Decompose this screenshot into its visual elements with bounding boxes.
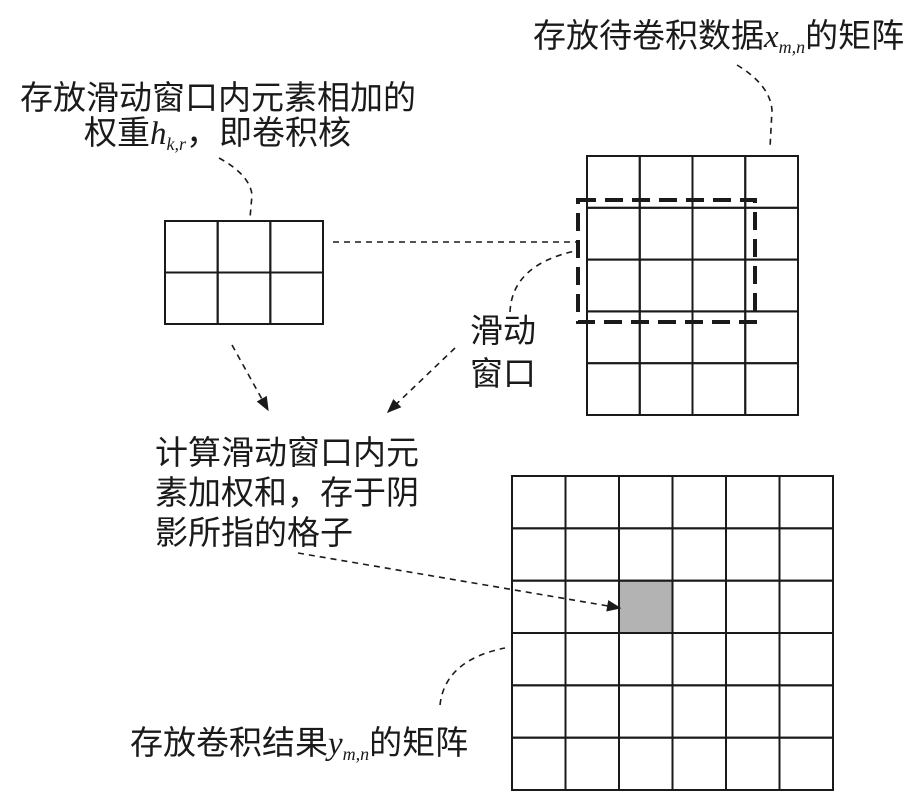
- kernel-label-line2: 权重hk,r，即卷积核: [84, 113, 351, 154]
- grid-cell: [586, 310, 641, 365]
- compute-label-line1: 计算滑动窗口内元: [155, 433, 419, 472]
- grid-cell: [618, 684, 674, 739]
- grid-cell: [618, 632, 674, 687]
- grid-cell: [564, 475, 620, 530]
- input-matrix: [586, 155, 799, 417]
- compute-label-line2: 素加权和，存于阴: [155, 473, 419, 512]
- grid-cell: [164, 271, 219, 325]
- output-matrix-label: 存放卷积结果ym,n的矩阵: [130, 723, 468, 764]
- grid-cell: [778, 475, 834, 530]
- grid-cell: [725, 736, 781, 792]
- grid-cell: [586, 206, 641, 261]
- input-matrix-label: 存放待卷积数据xm,n的矩阵: [533, 16, 904, 57]
- grid-cell: [586, 258, 641, 313]
- grid-cell: [564, 527, 620, 582]
- grid-cell: [564, 684, 620, 739]
- grid-cell: [618, 736, 674, 792]
- grid-cell: [671, 736, 727, 792]
- output-matrix: [511, 475, 834, 792]
- grid-cell: [511, 527, 567, 582]
- grid-cell: [269, 220, 325, 274]
- grid-cell: [778, 684, 834, 739]
- grid-cell: [164, 220, 219, 274]
- grid-cell: [691, 310, 747, 365]
- grid-cell: [216, 271, 272, 325]
- grid-cell: [564, 736, 620, 792]
- grid-cell: [638, 258, 694, 313]
- window-label-line2: 窗口: [470, 354, 536, 393]
- kernel-label-connector: [218, 157, 253, 219]
- grid-cell: [511, 684, 567, 739]
- grid-cell: [269, 271, 325, 325]
- grid-cell: [671, 475, 727, 530]
- grid-cell: [725, 527, 781, 582]
- grid-cell: [618, 475, 674, 530]
- grid-cell: [638, 206, 694, 261]
- grid-cell: [564, 579, 620, 635]
- grid-cell: [671, 632, 727, 687]
- grid-cell: [638, 310, 694, 365]
- grid-cell: [725, 579, 781, 635]
- window-to-compute-arrow: [386, 347, 456, 413]
- grid-cell: [778, 736, 834, 792]
- grid-cell: [511, 579, 567, 635]
- compute-label-line3: 影所指的格子: [155, 513, 353, 552]
- output-label-connector: [439, 647, 506, 706]
- grid-cell: [778, 579, 834, 635]
- grid-cell: [671, 684, 727, 739]
- grid-cell: [691, 258, 747, 313]
- input-label-connector: [736, 64, 773, 149]
- sliding-window-box: [576, 198, 757, 324]
- grid-cell: [725, 475, 781, 530]
- grid-cell: [691, 362, 747, 417]
- grid-cell: [691, 206, 747, 261]
- grid-cell: [778, 632, 834, 687]
- grid-cell: [216, 220, 272, 274]
- grid-cell: [671, 527, 727, 582]
- kernel-matrix: [164, 220, 325, 325]
- grid-cell: [511, 632, 567, 687]
- shaded-result-cell: [619, 580, 673, 633]
- kernel-label-line1: 存放滑动窗口内元素相加的: [20, 78, 416, 117]
- window-label-connector: [509, 250, 576, 313]
- grid-cell: [778, 527, 834, 582]
- grid-cell: [511, 736, 567, 792]
- grid-cell: [564, 632, 620, 687]
- grid-cell: [725, 632, 781, 687]
- grid-cell: [671, 579, 727, 635]
- grid-cell: [638, 362, 694, 417]
- grid-cell: [744, 310, 799, 365]
- grid-cell: [618, 527, 674, 582]
- window-label-line1: 滑动: [470, 311, 536, 350]
- grid-cell: [511, 475, 567, 530]
- kernel-to-compute-arrow: [231, 344, 269, 412]
- grid-cell: [586, 362, 641, 417]
- grid-cell: [725, 684, 781, 739]
- grid-cell: [744, 362, 799, 417]
